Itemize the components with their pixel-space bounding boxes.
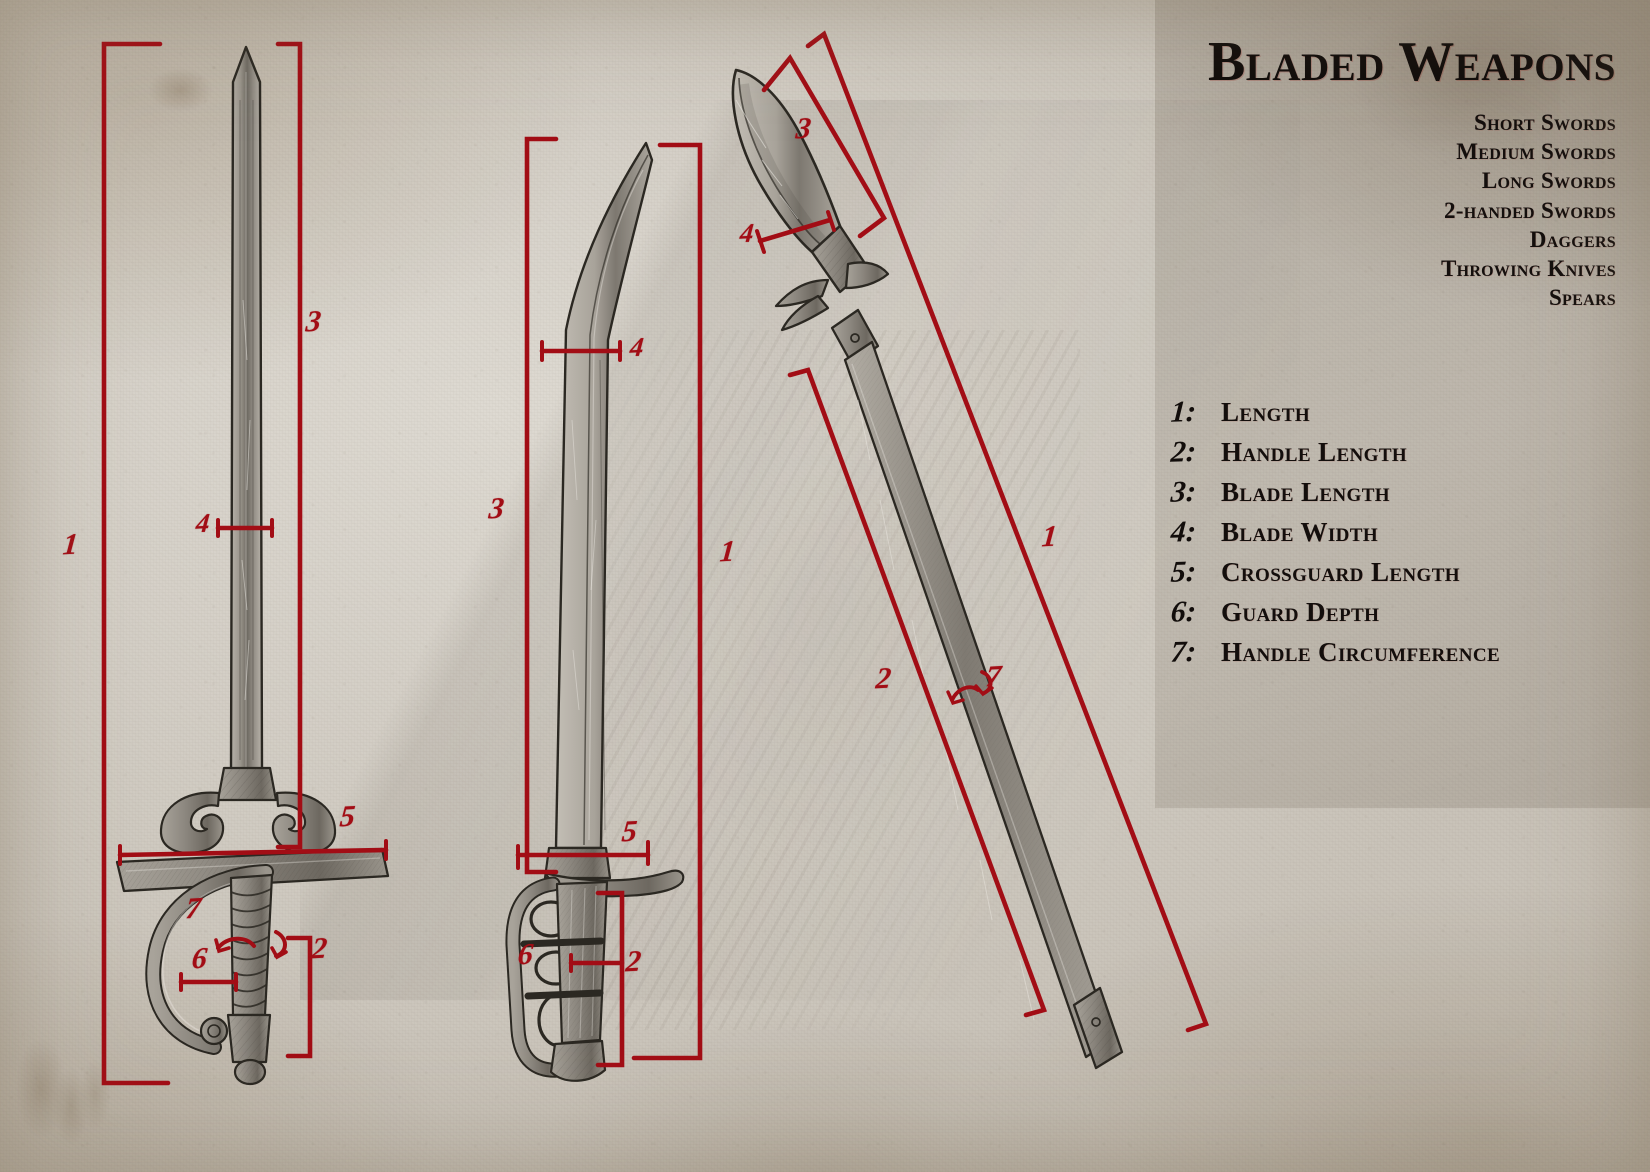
category-item: Daggers <box>1529 226 1616 252</box>
sabre-blade-highlight <box>588 169 644 841</box>
spear-handle-length-bracket <box>787 367 1048 1018</box>
legend-label: Guard Depth <box>1221 597 1380 627</box>
rapier-guard-rings <box>159 791 337 855</box>
legend-row-7: 7: Handle Circumference <box>1163 635 1633 675</box>
rapier-knuckle-bow-highlight <box>161 877 263 1037</box>
category-item: Short Swords <box>1474 110 1616 135</box>
sabre-basket-bars <box>520 937 605 1000</box>
spear-collar-rivet <box>850 333 860 343</box>
sabre-basket-guard-fill <box>507 878 566 1076</box>
weapon-rapier-sword <box>115 45 390 1086</box>
weapon-category-list: Short Swords Medium Swords Long Swords 2… <box>1177 108 1616 312</box>
spear-wing-lower <box>780 294 830 332</box>
legend-label: Blade Length <box>1221 477 1390 507</box>
spear-circumference-arrow <box>950 685 980 702</box>
annotation-strokes <box>101 30 1210 1086</box>
rapier-bow-terminal <box>199 1016 229 1046</box>
spear-blade-width-mark <box>757 217 833 244</box>
sabre-length-bracket <box>631 142 703 1061</box>
spear-blade-midrib <box>738 77 821 245</box>
spear-blade-length-bracket <box>761 53 888 239</box>
legend-label: Handle Circumference <box>1221 637 1501 667</box>
spear-shaft-grain <box>857 399 1035 1021</box>
sabre-handle-length-bracket <box>595 890 625 1068</box>
sabre-blade-spine <box>583 154 649 846</box>
rapier-crossguard-highlight <box>125 857 381 872</box>
rapier-crossguard-length-mark <box>117 847 389 858</box>
rapier-circumference-arrow <box>216 936 256 950</box>
rapier-length-bracket <box>101 41 171 1086</box>
page-title: Bladed Weapons <box>1207 31 1616 93</box>
category-item: Long Swords <box>1481 168 1616 194</box>
category-item: Throwing Knives <box>1440 256 1616 282</box>
info-panel-background <box>1155 0 1650 808</box>
sabre-blade-scratches <box>571 419 597 711</box>
legend-row-3: 3: Blade Length <box>1163 475 1633 515</box>
sabre-blade-length-bracket <box>524 136 559 875</box>
sabre-blade-edge <box>599 359 606 831</box>
category-item: 2-handed Swords <box>1444 197 1616 223</box>
legend-row-2: 2: Handle Length <box>1163 435 1633 475</box>
legend-row-1: 1: Length <box>1163 395 1633 435</box>
category-item: Medium Swords <box>1456 139 1616 165</box>
legend-row-6: 6: Guard Depth <box>1163 595 1633 635</box>
legend-label: Crossguard Length <box>1221 557 1460 587</box>
rapier-knuckle-bow-fill <box>147 866 272 1053</box>
legend-label: Length <box>1221 397 1311 427</box>
weapon-sabre-sword <box>505 141 685 1082</box>
category-item: Spears <box>1548 285 1616 311</box>
rapier-handle-length-bracket <box>285 935 313 1059</box>
legend-label: Blade Width <box>1221 517 1379 547</box>
weapon-spear <box>731 68 1124 1070</box>
spear-length-bracket <box>805 30 1210 1033</box>
spear-blade-scratches <box>735 99 799 220</box>
info-panel: Bladed Weapons Short Swords Medium Sword… <box>1155 0 1650 808</box>
legend-row-5: 5: Crossguard Length <box>1163 555 1633 595</box>
legend-label: Handle Length <box>1221 437 1408 467</box>
measurement-legend: 1: Length 2: Handle Length 3: Blade Leng… <box>1163 395 1633 675</box>
rapier-blade-length-bracket <box>275 41 303 850</box>
rapier-blade-scratches <box>241 299 251 701</box>
legend-row-4: 4: Blade Width <box>1163 515 1633 555</box>
spear-wing-right <box>844 261 890 290</box>
rapier-blade-edges <box>239 100 254 760</box>
